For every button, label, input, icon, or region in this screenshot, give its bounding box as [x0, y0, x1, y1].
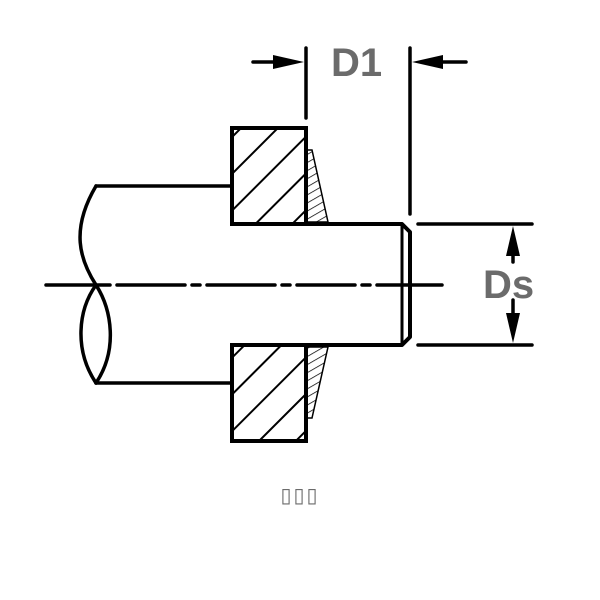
d1-label: D1 — [331, 41, 382, 85]
d1-dimension — [251, 46, 468, 216]
flange-section-upper — [230, 126, 308, 226]
caption: ▯▯▯ — [280, 483, 320, 507]
weld-lower — [305, 346, 329, 419]
flange-section-lower — [230, 343, 308, 443]
d1-arrowheads — [273, 55, 443, 69]
weld-upper — [305, 149, 329, 223]
ds-label: Ds — [483, 263, 534, 307]
ds-arrowheads — [506, 226, 520, 343]
